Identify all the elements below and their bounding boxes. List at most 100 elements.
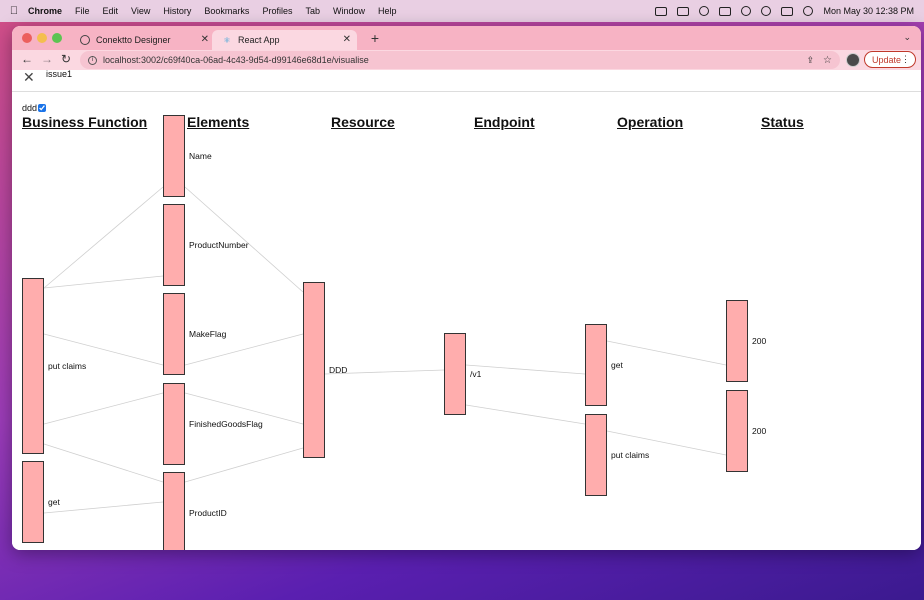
minimize-window-button[interactable] [37,33,47,43]
graph-node[interactable] [585,324,607,406]
relationship-line [43,501,164,514]
graph-node-label: ProductID [189,508,227,518]
menu-bookmarks[interactable]: Bookmarks [204,6,250,16]
relationship-line [184,392,304,425]
relationship-line [606,340,727,366]
graph-node-label: get [48,497,60,507]
vpn-icon[interactable] [699,6,710,16]
column-header-business-function: Business Function [22,114,148,130]
filter-row: ddd [22,103,47,113]
column-header-status: Status [761,114,804,130]
update-button[interactable]: Update ⋮ [864,51,916,68]
relationship-line [324,369,445,375]
graph-node-label: 200 [752,426,767,436]
column-header-resource: Resource [331,114,395,130]
graph-node-label: 200 [752,336,767,346]
relationship-lines [43,186,727,514]
apple-menu-icon[interactable]:  [0,5,28,17]
graph-node[interactable] [444,333,466,415]
graph-node-label: ProductNumber [189,240,249,250]
graph-node[interactable] [22,461,44,543]
menu-profiles[interactable]: Profiles [262,6,293,16]
siri-icon[interactable] [803,6,814,16]
relationship-line [184,333,304,366]
menu-window[interactable]: Window [332,6,365,16]
close-panel-icon[interactable]: ✕ [23,70,35,85]
relationship-line [465,364,586,375]
filter-checkbox[interactable] [38,104,47,112]
relationship-line [43,275,164,289]
tab-conektto-designer[interactable]: Conektto Designer ✕ [70,30,215,50]
graph-node[interactable] [163,383,185,465]
menu-help[interactable]: Help [377,6,397,16]
graph-node[interactable] [163,472,185,550]
maximize-window-button[interactable] [52,33,62,43]
menu-edit[interactable]: Edit [102,6,119,16]
close-tab-icon[interactable]: ✕ [342,34,351,45]
share-icon[interactable]: ⇪ [806,54,814,65]
menu-view[interactable]: View [131,6,151,16]
tab-strip: Conektto Designer ✕ ⚛ React App ✕ + ⌄ [12,26,921,50]
menu-file[interactable]: File [75,6,90,16]
more-menu-icon[interactable]: ⋮ [901,54,910,64]
graph-node[interactable] [163,204,185,286]
graph-node[interactable] [163,115,185,197]
column-header-elements: Elements [187,114,250,130]
menu-extras: Mon May 30 12:38 PM [655,0,914,22]
column-header-endpoint: Endpoint [474,114,535,130]
graph-node-label: Name [189,151,212,161]
new-tab-button[interactable]: + [370,30,380,46]
graph-node-label: MakeFlag [189,329,227,339]
graph-node-label: put claims [611,450,650,460]
browser-toolbar: ← → ↻ i localhost:3002/c69f40ca-06ad-4c4… [12,50,921,70]
graph-node[interactable] [303,282,325,458]
menu-app-name[interactable]: Chrome [28,6,63,16]
tab-title: React App [238,35,280,45]
back-arrow-icon[interactable]: ← [21,52,33,66]
control-center-icon[interactable] [781,6,794,16]
address-bar[interactable]: i localhost:3002/c69f40ca-06ad-4c43-9d54… [80,51,840,69]
relationship-line [184,186,304,293]
graph-node-label: put claims [48,361,87,371]
issue-title: issue1 [46,70,73,79]
graph-node[interactable] [22,278,44,454]
graph-node-label: /v1 [470,369,482,379]
relationship-line [43,333,164,366]
clock[interactable]: Mon May 30 12:38 PM [823,6,914,16]
graph-node[interactable] [163,293,185,375]
desktop-background [0,550,924,600]
search-icon[interactable] [761,6,772,16]
graph-node[interactable] [726,300,748,382]
graph-node[interactable] [726,390,748,472]
wifi-icon[interactable] [741,6,752,16]
tab-search-chevron-icon[interactable]: ⌄ [903,32,911,42]
bookmark-star-icon[interactable]: ☆ [823,54,832,66]
update-label: Update [872,54,902,65]
reload-icon[interactable]: ↻ [60,52,72,66]
mail-icon[interactable] [677,6,690,16]
relationship-line [184,447,304,483]
globe-icon [80,35,90,45]
column-header-operation: Operation [617,114,684,130]
relationship-line [43,392,164,425]
graph-node-label: get [611,360,623,370]
battery-icon[interactable] [719,6,732,16]
menu-history[interactable]: History [163,6,192,16]
url-text[interactable]: localhost:3002/c69f40ca-06ad-4c43-9d54-d… [103,55,369,65]
panel-header: ✕ issue1 [12,70,921,92]
graph-node-label: DDD [329,365,348,375]
menu-tab[interactable]: Tab [305,6,320,16]
forward-arrow-icon[interactable]: → [41,52,53,66]
profile-avatar[interactable] [846,53,860,67]
tab-title: Conektto Designer [96,35,171,45]
graph-node[interactable] [585,414,607,496]
relationship-line [465,404,586,425]
close-tab-icon[interactable]: ✕ [200,34,209,45]
site-info-icon[interactable]: i [88,55,97,65]
camera-icon[interactable] [655,6,668,16]
tab-react-app[interactable]: ⚛ React App ✕ [212,30,357,50]
visualise-panel: ✕ issue1 ddd Business Function Elements … [12,70,921,550]
relationship-line [43,186,164,289]
close-window-button[interactable] [22,33,32,43]
relationship-line [606,430,727,456]
